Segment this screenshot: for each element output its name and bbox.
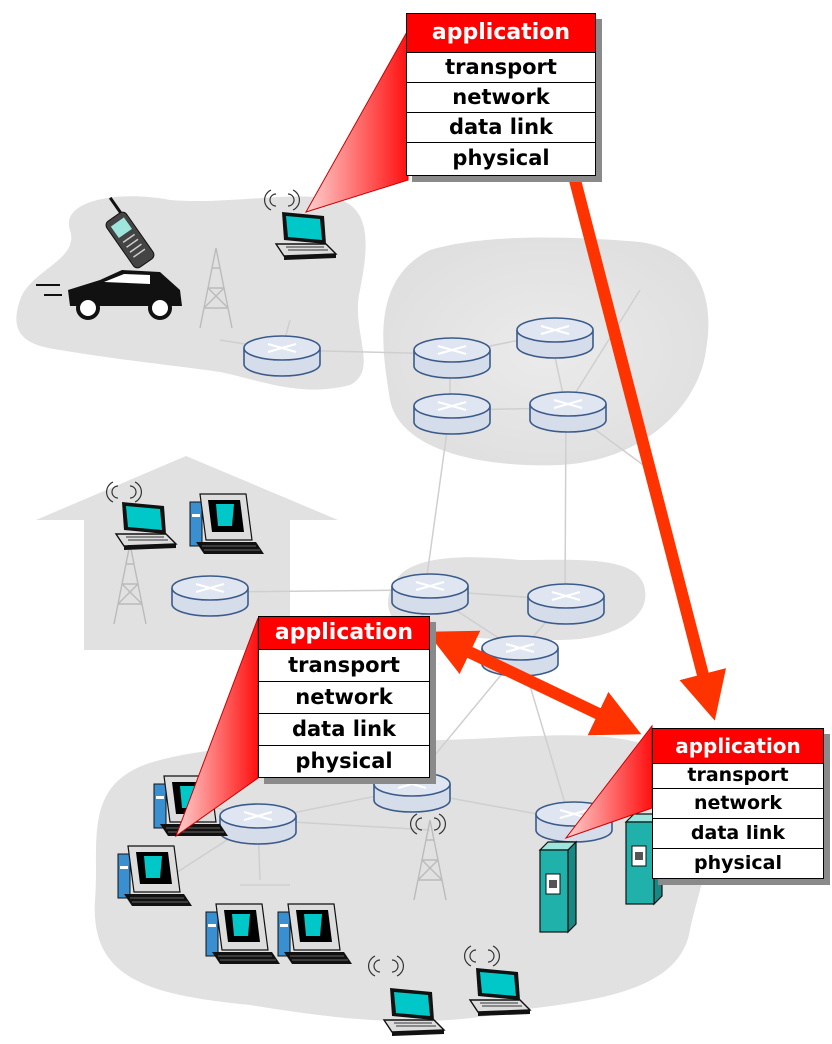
callout-top bbox=[304, 28, 409, 213]
router-icon bbox=[372, 770, 452, 814]
mobile-hosts bbox=[36, 189, 337, 329]
layer-network: network bbox=[652, 789, 824, 819]
layer-application: application bbox=[258, 616, 430, 650]
layer-data-link: data link bbox=[258, 714, 430, 746]
server-icon bbox=[539, 841, 577, 933]
layer-physical: physical bbox=[406, 143, 596, 176]
router-icon bbox=[170, 574, 250, 618]
router-icon bbox=[242, 334, 322, 378]
car-icon bbox=[36, 270, 182, 320]
cellphone-icon bbox=[105, 196, 155, 269]
layer-data-link: data link bbox=[406, 113, 596, 143]
protocol-stack-top: application transport network data link … bbox=[406, 13, 596, 176]
layer-transport: transport bbox=[406, 53, 596, 83]
layer-data-link: data link bbox=[652, 819, 824, 849]
protocol-stack-middle: application transport network data link … bbox=[258, 616, 430, 778]
layer-transport: transport bbox=[258, 650, 430, 682]
arrow-middle-to-right bbox=[426, 630, 642, 736]
router-icon bbox=[526, 582, 606, 626]
router-icon bbox=[218, 802, 298, 846]
router-icon bbox=[412, 336, 492, 380]
layer-network: network bbox=[258, 682, 430, 714]
router-icon bbox=[515, 316, 595, 360]
layer-network: network bbox=[406, 83, 596, 113]
arrow-top-to-right bbox=[530, 53, 727, 721]
protocol-stack-right: application transport network data link … bbox=[652, 728, 824, 879]
layer-physical: physical bbox=[258, 746, 430, 778]
layer-application: application bbox=[406, 13, 596, 53]
home-network-house bbox=[36, 456, 338, 650]
layer-application: application bbox=[652, 728, 824, 764]
router-icon bbox=[528, 390, 608, 434]
router-icon bbox=[412, 392, 492, 436]
layer-physical: physical bbox=[652, 849, 824, 879]
layer-transport: transport bbox=[652, 764, 824, 789]
router-icon bbox=[390, 572, 470, 616]
